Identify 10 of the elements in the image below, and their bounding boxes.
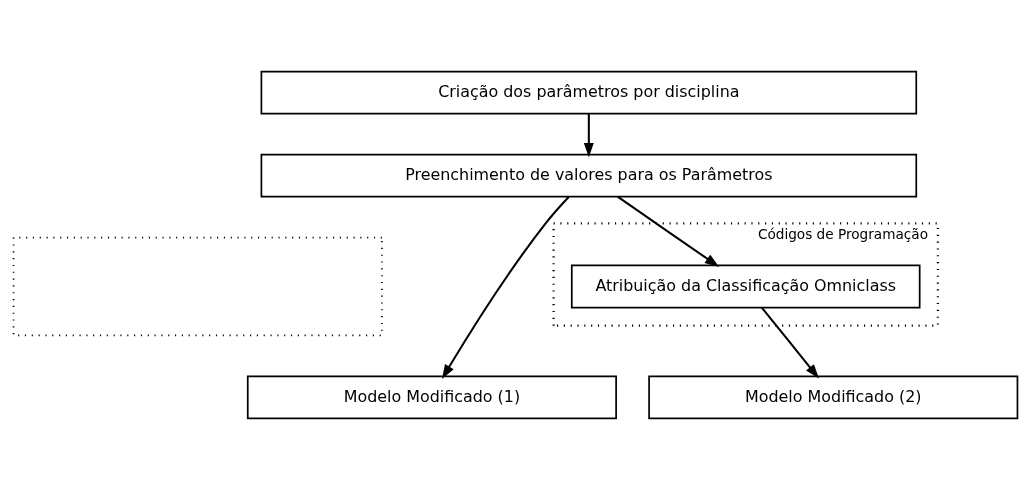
node-box: Criação dos parâmetros por disciplina: [260, 70, 917, 115]
node-box: Atribuição da Classificação Omniclass: [570, 264, 921, 308]
arrow: [441, 195, 569, 379]
node-box: Modelo Modificado (1): [246, 374, 617, 419]
node-box: [12, 236, 383, 336]
arrow: [583, 113, 594, 157]
node-box: Modelo Modificado (2): [647, 374, 1018, 419]
arrow: [760, 306, 819, 378]
node-box: Preenchimento de valores para os Parâmetros: [260, 153, 917, 198]
arrow: [616, 195, 719, 267]
